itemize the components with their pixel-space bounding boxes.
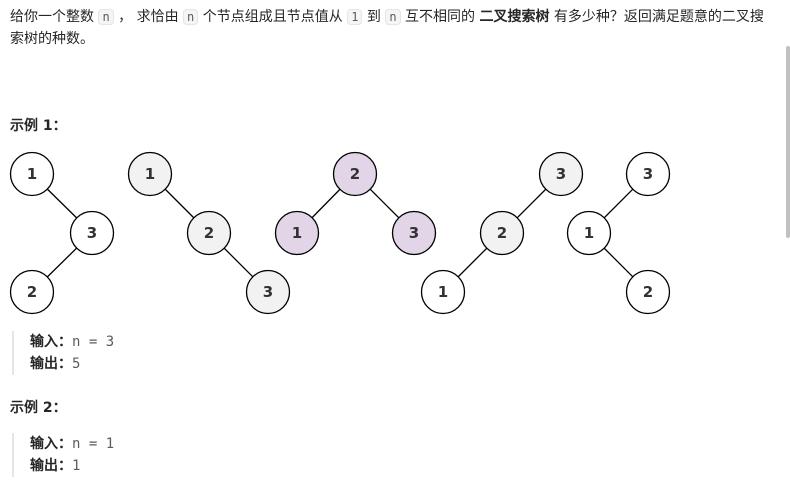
tree-node: 2 (625, 269, 671, 315)
node-label: 1 (27, 165, 37, 183)
node-label: 2 (27, 283, 37, 301)
node-circle (69, 210, 115, 256)
desc-text: 有多少种？返回满足题意的二叉搜索树的种数。 (10, 9, 764, 47)
tree-node: 2 (9, 269, 55, 315)
node-label: 1 (438, 283, 448, 301)
desc-text: 个节点组成且节点值从 (198, 9, 348, 25)
tree-node: 3 (538, 151, 584, 197)
node-circle (332, 151, 378, 197)
desc-text: 给你一个整数 (10, 9, 99, 25)
tree-node: 1 (274, 210, 320, 256)
node-circle (479, 210, 525, 256)
inline-code-n: n (98, 9, 114, 25)
tree-node: 1 (420, 269, 466, 315)
tree-node: 3 (69, 210, 115, 256)
problem-description: 给你一个整数 n ， 求恰由 n 个节点组成且节点值从 1 到 n 互不相同的 … (10, 6, 770, 50)
tree-node: 3 (391, 210, 437, 256)
node-label: 2 (497, 224, 507, 242)
node-circle (538, 151, 584, 197)
input-value: n = 1 (72, 436, 115, 452)
tree-node: 1 (127, 151, 173, 197)
tree-node: 2 (479, 210, 525, 256)
example-input-line: 输入：n = 1 (30, 433, 114, 455)
node-circle (186, 210, 232, 256)
bst-figure: 1 3 2 1 2 3 2 1 3 3 2 1 3 1 2 (9, 151, 671, 315)
example-1-title: 示例 1： (10, 118, 67, 134)
node-label: 3 (556, 165, 566, 183)
bst-term: 二叉搜索树 (479, 9, 550, 25)
inline-code-1: 1 (347, 9, 363, 25)
tree-node: 2 (186, 210, 232, 256)
input-value: n = 3 (72, 334, 115, 350)
node-circle (127, 151, 173, 197)
desc-text: ， 求恰由 (113, 9, 184, 25)
node-label: 2 (204, 224, 214, 242)
example-2-block: 输入：n = 1 输出：1 (12, 433, 114, 477)
node-circle (566, 210, 612, 256)
desc-text: 到 (362, 9, 386, 25)
node-label: 3 (409, 224, 419, 242)
bst-tree-1: 1 3 2 (9, 151, 115, 315)
output-value: 1 (72, 458, 81, 474)
node-circle (625, 151, 671, 197)
tree-node: 2 (332, 151, 378, 197)
tree-node: 1 (9, 151, 55, 197)
node-label: 2 (643, 283, 653, 301)
node-label: 1 (145, 165, 155, 183)
node-label: 1 (292, 224, 302, 242)
bst-tree-3: 2 1 3 (274, 151, 437, 256)
bst-tree-4: 3 2 1 (420, 151, 584, 315)
example-2-title: 示例 2： (10, 400, 67, 416)
node-label: 3 (87, 224, 97, 242)
node-label: 1 (584, 224, 594, 242)
node-label: 3 (643, 165, 653, 183)
inline-code-n: n (183, 9, 199, 25)
output-label: 输出： (30, 458, 72, 474)
bst-tree-2: 1 2 3 (127, 151, 291, 315)
node-circle (9, 151, 55, 197)
output-label: 输出： (30, 356, 72, 372)
node-circle (245, 269, 291, 315)
node-circle (9, 269, 55, 315)
example-output-line: 输出：1 (30, 455, 114, 477)
input-label: 输入： (30, 436, 72, 452)
desc-text: 互不相同的 (400, 9, 480, 25)
vertical-scrollbar[interactable] (786, 46, 790, 238)
node-circle (274, 210, 320, 256)
output-value: 5 (72, 356, 81, 372)
example-1-block: 输入：n = 3 输出：5 (12, 331, 114, 375)
node-circle (420, 269, 466, 315)
example-input-line: 输入：n = 3 (30, 331, 114, 353)
node-circle (625, 269, 671, 315)
tree-node: 3 (625, 151, 671, 197)
input-label: 输入： (30, 334, 72, 350)
bst-tree-5: 3 1 2 (566, 151, 671, 315)
node-circle (391, 210, 437, 256)
tree-node: 1 (566, 210, 612, 256)
tree-node: 3 (245, 269, 291, 315)
problem-content: 给你一个整数 n ， 求恰由 n 个节点组成且节点值从 1 到 n 互不相同的 … (10, 6, 770, 50)
example-output-line: 输出：5 (30, 353, 114, 375)
node-label: 3 (263, 283, 273, 301)
node-label: 2 (350, 165, 360, 183)
inline-code-n: n (385, 9, 401, 25)
